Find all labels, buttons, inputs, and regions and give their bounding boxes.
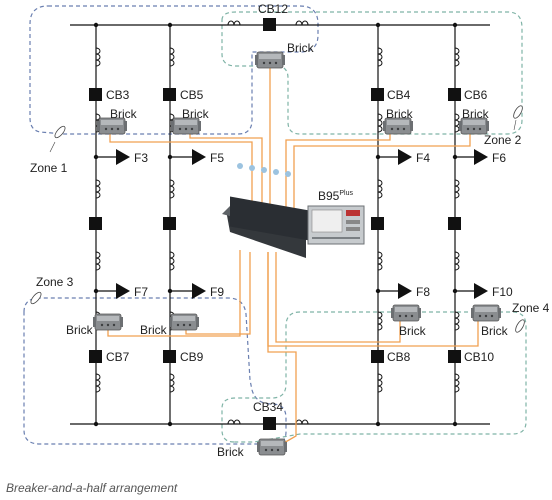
label-f4: F4 bbox=[416, 151, 430, 165]
breaker-cb8 bbox=[371, 350, 384, 363]
label-f10: F10 bbox=[492, 285, 513, 299]
feeder-arrow-f8 bbox=[398, 283, 412, 299]
feeder-arrow-f4 bbox=[398, 149, 412, 165]
breaker-mid-1 bbox=[89, 217, 102, 230]
breaker-cb5 bbox=[163, 88, 176, 101]
label-zone4: Zone 4 bbox=[512, 301, 550, 315]
zone3-boundary bbox=[23, 297, 287, 445]
label-cb4: CB4 bbox=[387, 88, 411, 102]
breaker-cb6 bbox=[448, 88, 461, 101]
zone4-boundary bbox=[221, 311, 527, 443]
brick-cb10 bbox=[470, 304, 502, 322]
breaker-cb10 bbox=[448, 350, 461, 363]
label-cb12: CB12 bbox=[258, 2, 288, 16]
breaker-cb34 bbox=[263, 417, 276, 430]
brick-label-cb10: Brick bbox=[481, 324, 509, 338]
label-cb3: CB3 bbox=[106, 88, 130, 102]
feeder-arrow-f6 bbox=[474, 149, 488, 165]
brick-label-cb6: Brick bbox=[462, 107, 490, 121]
label-f8: F8 bbox=[416, 285, 430, 299]
feeder-arrow-f9 bbox=[192, 283, 206, 299]
label-f7: F7 bbox=[134, 285, 148, 299]
brick-label-cb5: Brick bbox=[182, 107, 210, 121]
label-zone2: Zone 2 bbox=[484, 133, 522, 147]
brick-cb9 bbox=[168, 313, 200, 331]
breaker-cb12 bbox=[263, 18, 276, 31]
b95-relay-unit bbox=[222, 163, 365, 258]
label-cb9: CB9 bbox=[180, 350, 204, 364]
breaker-cb7 bbox=[89, 350, 102, 363]
breaker-cb3 bbox=[89, 88, 102, 101]
brick-cb8 bbox=[390, 304, 422, 322]
label-cb10: CB10 bbox=[464, 350, 494, 364]
label-f6: F6 bbox=[492, 151, 506, 165]
feeder-arrow-f5 bbox=[192, 149, 206, 165]
brick-label-cb9: Brick bbox=[140, 323, 168, 337]
brick-cb34 bbox=[256, 438, 288, 456]
figure-caption: Breaker-and-a-half arrangement bbox=[6, 481, 178, 495]
label-f5: F5 bbox=[210, 151, 224, 165]
label-zone3: Zone 3 bbox=[36, 275, 74, 289]
label-cb7: CB7 bbox=[106, 350, 130, 364]
breaker-cb9 bbox=[163, 350, 176, 363]
breaker-mid-4 bbox=[448, 217, 461, 230]
brick-label-cb3: Brick bbox=[110, 107, 138, 121]
label-cb6: CB6 bbox=[464, 88, 488, 102]
label-zone1: Zone 1 bbox=[30, 161, 68, 175]
brick-label-cb12: Brick bbox=[287, 41, 315, 55]
label-f9: F9 bbox=[210, 285, 224, 299]
brick-label-cb8: Brick bbox=[399, 324, 427, 338]
label-cb8: CB8 bbox=[387, 350, 411, 364]
breaker-mid-2 bbox=[163, 217, 176, 230]
fiber-links bbox=[107, 68, 479, 445]
relay-label: B95Plus bbox=[318, 189, 353, 203]
breaker-mid-3 bbox=[371, 217, 384, 230]
brick-cb12 bbox=[254, 51, 286, 69]
feeder-arrow-f10 bbox=[474, 283, 488, 299]
brick-label-cb7: Brick bbox=[66, 323, 94, 337]
breaker-cb4 bbox=[371, 88, 384, 101]
feeder-arrow-f7 bbox=[116, 283, 130, 299]
feeder-arrow-f3 bbox=[116, 149, 130, 165]
zone2-boundary bbox=[221, 11, 523, 135]
brick-label-cb4: Brick bbox=[386, 107, 414, 121]
label-cb34: CB34 bbox=[253, 400, 283, 414]
label-f3: F3 bbox=[134, 151, 148, 165]
brick-cb7 bbox=[92, 313, 124, 331]
brick-label-cb34: Brick bbox=[217, 445, 245, 459]
label-cb5: CB5 bbox=[180, 88, 204, 102]
